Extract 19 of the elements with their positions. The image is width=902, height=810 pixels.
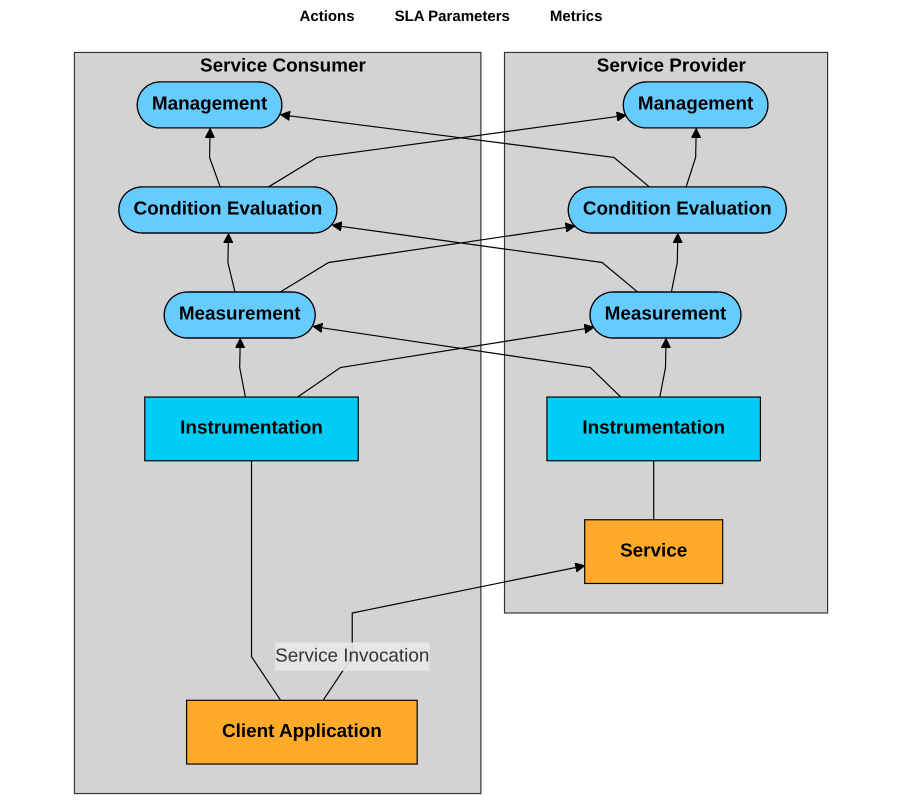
node-box: Instrumentation [546, 396, 761, 461]
node-box: Service [584, 518, 724, 584]
arrow [278, 222, 576, 293]
arrow [685, 128, 702, 188]
arrow [234, 338, 246, 397]
connector [653, 460, 654, 520]
connector [250, 460, 282, 700]
arrow [322, 562, 586, 700]
arrow [670, 232, 683, 292]
arrow [223, 232, 236, 292]
node-box: Client Application [186, 699, 418, 764]
arrow [332, 220, 639, 293]
flow-label: Actions [300, 8, 355, 27]
flow-label: SLA Parameters [394, 8, 510, 27]
arrow [659, 338, 672, 397]
edge-label: Service Invocation [275, 646, 430, 666]
arrow [204, 128, 221, 188]
node-box: Instrumentation [144, 396, 359, 461]
flow-label: Metrics [550, 8, 602, 27]
